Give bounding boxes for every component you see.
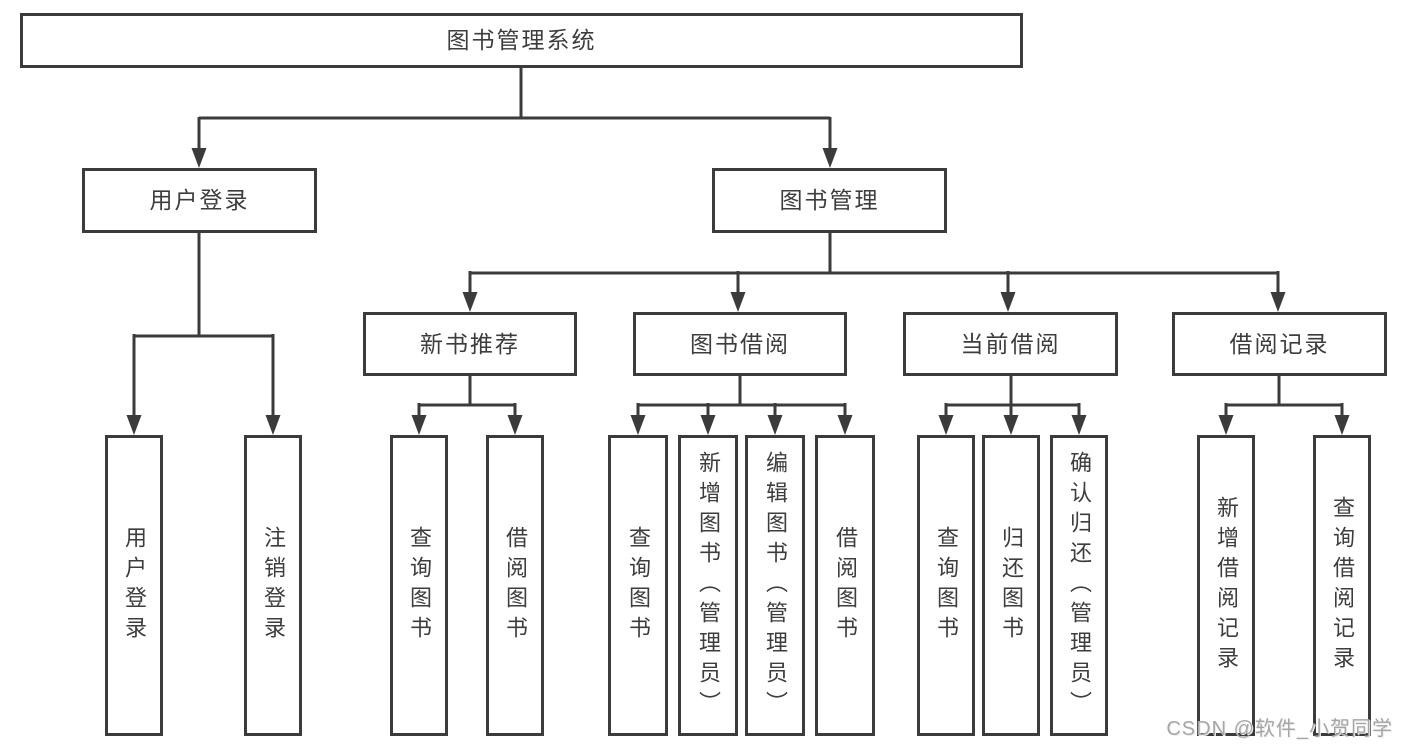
node-new-book-recommend: 新书推荐 [363, 312, 577, 376]
leaf-borrow-books-borrowing: 借阅图书 [815, 435, 875, 736]
node-root-system: 图书管理系统 [20, 13, 1023, 68]
leaf-query-books-current: 查询图书 [917, 435, 975, 736]
leaf-add-borrow-record: 新增借阅记录 [1197, 435, 1255, 736]
leaf-query-books-recommend: 查询图书 [390, 435, 448, 736]
leaf-logout: 注销登录 [244, 435, 302, 736]
leaf-return-books: 归还图书 [982, 435, 1040, 736]
leaf-add-book-admin: 新增图书（管理员） [678, 435, 738, 736]
leaf-confirm-return-admin: 确认归还（管理员） [1050, 435, 1108, 736]
node-borrowing-records: 借阅记录 [1172, 312, 1387, 376]
csdn-watermark: CSDN @软件_小贺同学 [1166, 718, 1393, 740]
node-user-login: 用户登录 [82, 168, 317, 233]
node-book-management: 图书管理 [712, 168, 947, 233]
node-current-borrowing: 当前借阅 [903, 312, 1118, 376]
leaf-query-books-borrowing: 查询图书 [608, 435, 668, 736]
leaf-edit-book-admin: 编辑图书（管理员） [745, 435, 805, 736]
node-book-borrowing: 图书借阅 [633, 312, 847, 376]
leaf-query-borrow-record: 查询借阅记录 [1313, 435, 1371, 736]
leaf-borrow-books-recommend: 借阅图书 [486, 435, 544, 736]
leaf-user-login: 用户登录 [105, 435, 163, 736]
